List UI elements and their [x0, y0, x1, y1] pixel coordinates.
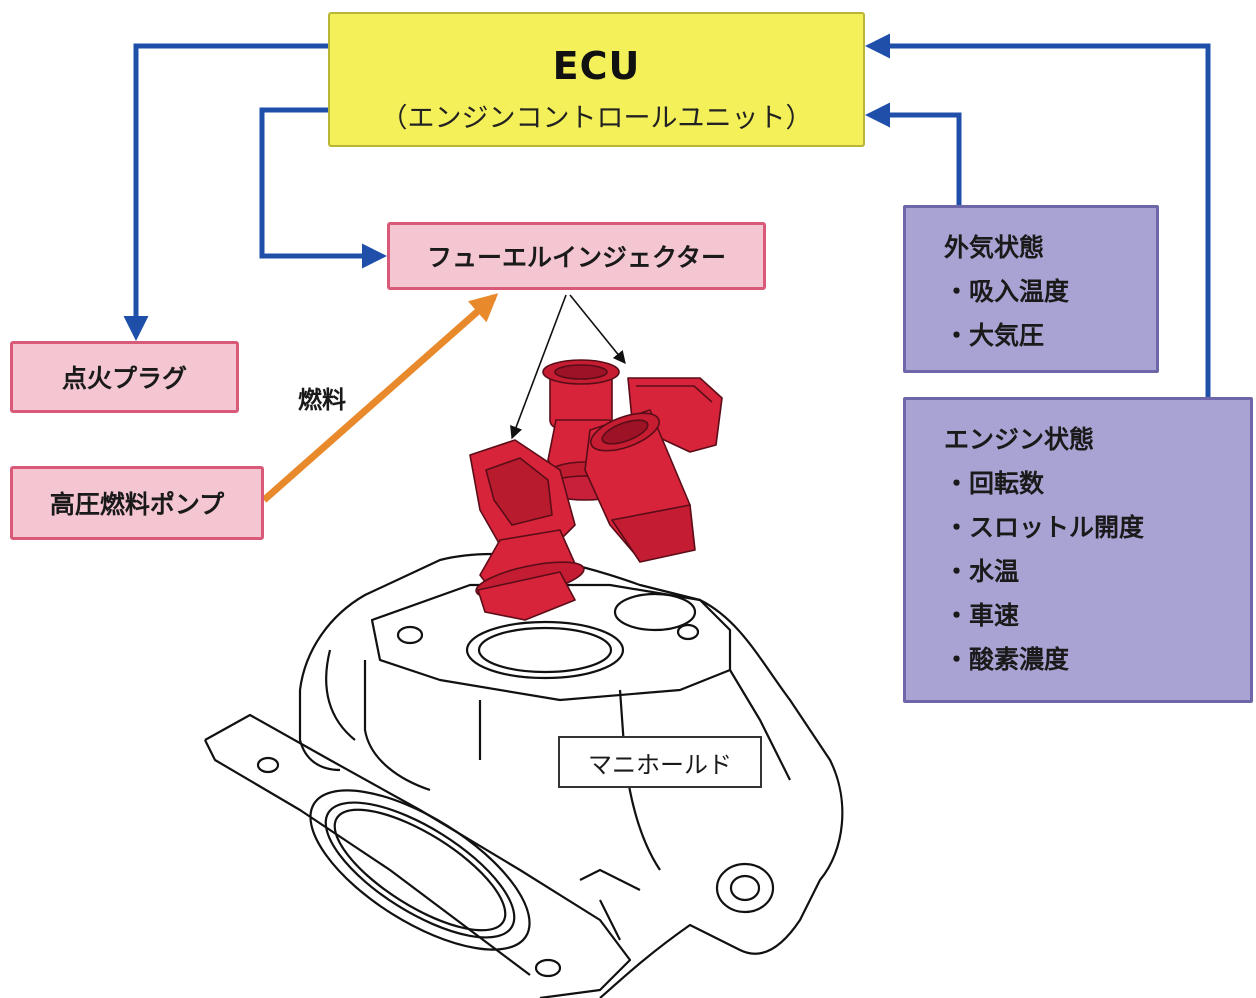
fuel-pump-box: 高圧燃料ポンプ	[10, 466, 264, 540]
fuel-injector-box: フューエルインジェクター	[387, 222, 766, 290]
engine-conditions-to-ecu-arrow	[865, 33, 1211, 397]
fuel-supply-arrow	[261, 293, 499, 503]
ecu-title: ECU	[552, 44, 641, 88]
manifold-label: マニホールド	[558, 736, 762, 788]
engine-condition-item: ・スロットル開度	[944, 513, 1145, 542]
injector-pointer-left	[510, 294, 567, 440]
outside-conditions-box: 外気状態 ・吸入温度 ・大気圧	[903, 205, 1159, 373]
ecu-to-injector-arrow	[259, 107, 387, 269]
engine-condition-item: ・車速	[944, 601, 1020, 630]
ecu-subtitle: （エンジンコントロールユニット）	[380, 103, 813, 134]
engine-condition-item: ・回転数	[944, 469, 1045, 498]
fuel-injectors-drawing	[469, 359, 723, 621]
outside-condition-item: ・大気圧	[944, 321, 1045, 350]
intake-manifold-drawing	[204, 552, 844, 998]
outside-condition-item: ・吸入温度	[944, 277, 1070, 306]
ecu-box: ECU （エンジンコントロールユニット）	[328, 12, 865, 147]
ecu-to-spark-plug-arrow	[123, 43, 328, 341]
spark-plug-box: 点火プラグ	[10, 341, 239, 413]
engine-conditions-box: エンジン状態 ・回転数 ・スロットル開度 ・水温 ・車速 ・酸素濃度	[903, 397, 1253, 703]
engine-condition-item: ・酸素濃度	[944, 645, 1070, 674]
fuel-label: 燃料	[298, 386, 346, 414]
engine-conditions-heading: エンジン状態	[944, 425, 1095, 454]
injector-pointer-right	[569, 294, 626, 364]
outside-conditions-to-ecu-arrow	[865, 102, 962, 205]
outside-conditions-heading: 外気状態	[944, 233, 1045, 262]
engine-condition-item: ・水温	[944, 557, 1020, 586]
